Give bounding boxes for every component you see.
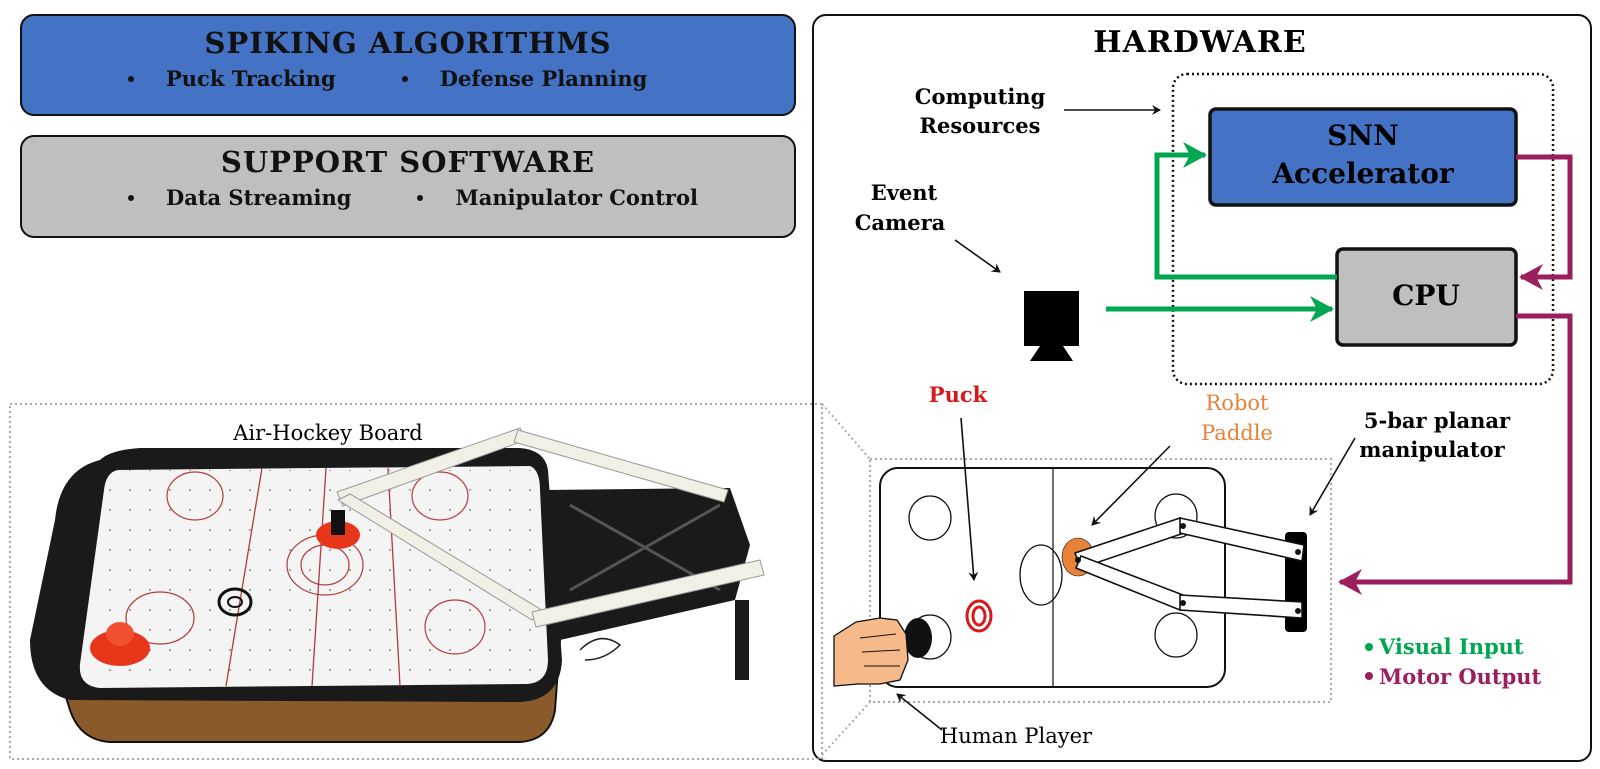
bullet-icon [417,194,424,201]
legend-visual-dot [1365,643,1373,651]
item-label: Data Streaming [166,185,352,210]
support-software-title: SUPPORT SOFTWARE [220,145,596,179]
bullet-icon [128,75,134,82]
paddle-label-line1: Robot [1206,391,1270,415]
puck-label: Puck [929,382,988,407]
legend: Visual Input Motor Output [1365,634,1542,689]
manipulator-label-line1: 5-bar planar [1364,408,1511,433]
zoom-frame [869,458,1332,703]
item-label: Defense Planning [439,66,648,91]
manipulator-arrow [1309,437,1356,516]
puck-arrow [960,417,979,581]
snn-to-cpu-arrow [1516,154,1573,290]
list-item: Manipulator Control [417,185,698,210]
air-hockey-photo [30,427,765,743]
support-software-list: Data Streaming Manipulator Control [22,185,794,210]
list-item: Defense Planning [401,66,648,91]
bullet-icon [128,194,134,201]
camera-label-line2: Camera [855,210,946,235]
paddle-arrow [1091,445,1171,526]
photo-frame [9,403,823,760]
zoom-connector-top [821,403,871,460]
support-software-box: SUPPORT SOFTWARE Data Streaming Manipula… [20,135,796,238]
computing-label-line2: Resources [920,113,1041,138]
cpu-to-snn-arrow [1154,142,1337,280]
legend-visual-label: Visual Input [1378,634,1524,659]
spiking-algorithms-title: SPIKING ALGORITHMS [204,26,612,60]
cpu-box [1335,247,1518,347]
human-hand-icon [833,617,932,687]
snn-label-line2: Accelerator [1271,157,1455,190]
list-item: Puck Tracking [128,66,336,91]
camera-label-arrow [954,239,1001,273]
cpu-to-manipulator-arrow [1338,313,1573,595]
item-label: Manipulator Control [455,185,698,210]
manipulator-schematic [1073,516,1307,632]
legend-motor-dot [1365,672,1373,680]
computing-label-line1: Computing [915,84,1046,109]
zoom-connector-bottom [821,701,871,756]
hardware-title: HARDWARE [1093,25,1306,60]
computing-resources-region [1171,72,1555,386]
snn-label-line1: SNN [1327,119,1398,152]
manipulator-label-line2: manipulator [1359,437,1505,462]
photo-label: Air-Hockey Board [232,421,423,445]
item-label: Puck Tracking [166,66,336,91]
bullet-icon [401,75,408,82]
event-camera-icon [1024,291,1079,361]
list-item: Data Streaming [128,185,351,210]
paddle-label-line2: Paddle [1201,421,1273,445]
human-arrow [896,693,943,731]
legend-motor-label: Motor Output [1379,664,1542,689]
spiking-algorithms-list: Puck Tracking Defense Planning [22,66,794,91]
cpu-label: CPU [1392,279,1460,312]
schematic-board [879,467,1226,688]
camera-label-line1: Event [871,180,938,205]
human-player-label: Human Player [940,724,1093,748]
spiking-algorithms-box: SPIKING ALGORITHMS Puck Tracking Defense… [20,14,796,116]
puck-icon [965,599,993,633]
